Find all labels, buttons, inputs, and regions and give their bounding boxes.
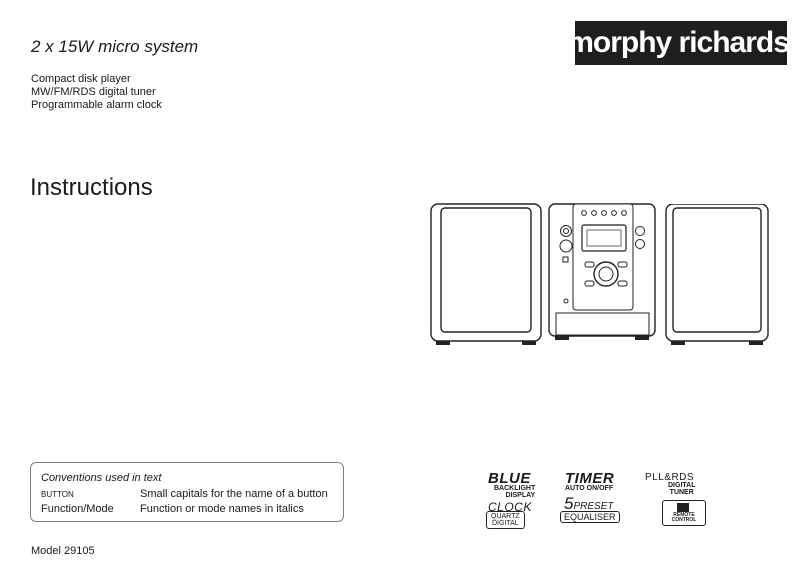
conventions-title: Conventions used in text (41, 472, 162, 484)
conventions-row: BUTTON Small capitals for the name of a b… (41, 488, 328, 500)
model-number: Model 29105 (31, 545, 95, 557)
right-speaker-full-icon (665, 204, 769, 345)
clock-logo: CLOCK (488, 500, 532, 514)
left-speaker-icon (430, 203, 542, 345)
main-unit-icon (548, 203, 656, 340)
remote-icon (677, 503, 689, 512)
feature-item: Compact disk player (31, 73, 131, 85)
preset-logo: 5PRESET (564, 494, 614, 513)
feature-list: Compact disk player MW/FM/RDS digital tu… (31, 73, 162, 112)
conventions-key: BUTTON (41, 490, 74, 499)
remote-sub: REMOTE CONTROL (671, 512, 697, 523)
page-title: Instructions (30, 174, 153, 201)
conventions-key: Function/Mode (41, 503, 114, 515)
blue-backlight-sub: BACKLIGHT DISPLAY (494, 485, 536, 499)
pll-rds-logo: PLL&RDS (645, 472, 695, 483)
equaliser-badge: EQUALISER (560, 511, 620, 523)
micro-system-illustration (430, 203, 669, 345)
product-subtitle: 2 x 15W micro system (31, 37, 199, 56)
feature-item: Programmable alarm clock (31, 99, 162, 111)
blue-backlight-logo: BLUE (488, 470, 531, 487)
brand-name: morphy richards (567, 26, 790, 59)
conventions-value: Function or mode names in italics (140, 503, 304, 515)
conventions-value: Small capitals for the name of a button (140, 488, 328, 500)
conventions-row: Function/Mode Function or mode names in i… (41, 503, 304, 515)
registered-mark: ® (789, 38, 796, 48)
timer-logo: TIMER (565, 470, 615, 487)
timer-sub: AUTO ON/OFF (565, 485, 614, 492)
pll-rds-sub: DIGITAL TUNER (668, 482, 696, 496)
feature-item: MW/FM/RDS digital tuner (31, 86, 156, 98)
clock-sub: QUARTZ DIGITAL (486, 511, 525, 529)
conventions-box: Conventions used in text BUTTON Small cap… (30, 462, 344, 522)
remote-control-badge: REMOTE CONTROL (662, 500, 706, 526)
brand-logo: morphy richards® (567, 21, 796, 65)
